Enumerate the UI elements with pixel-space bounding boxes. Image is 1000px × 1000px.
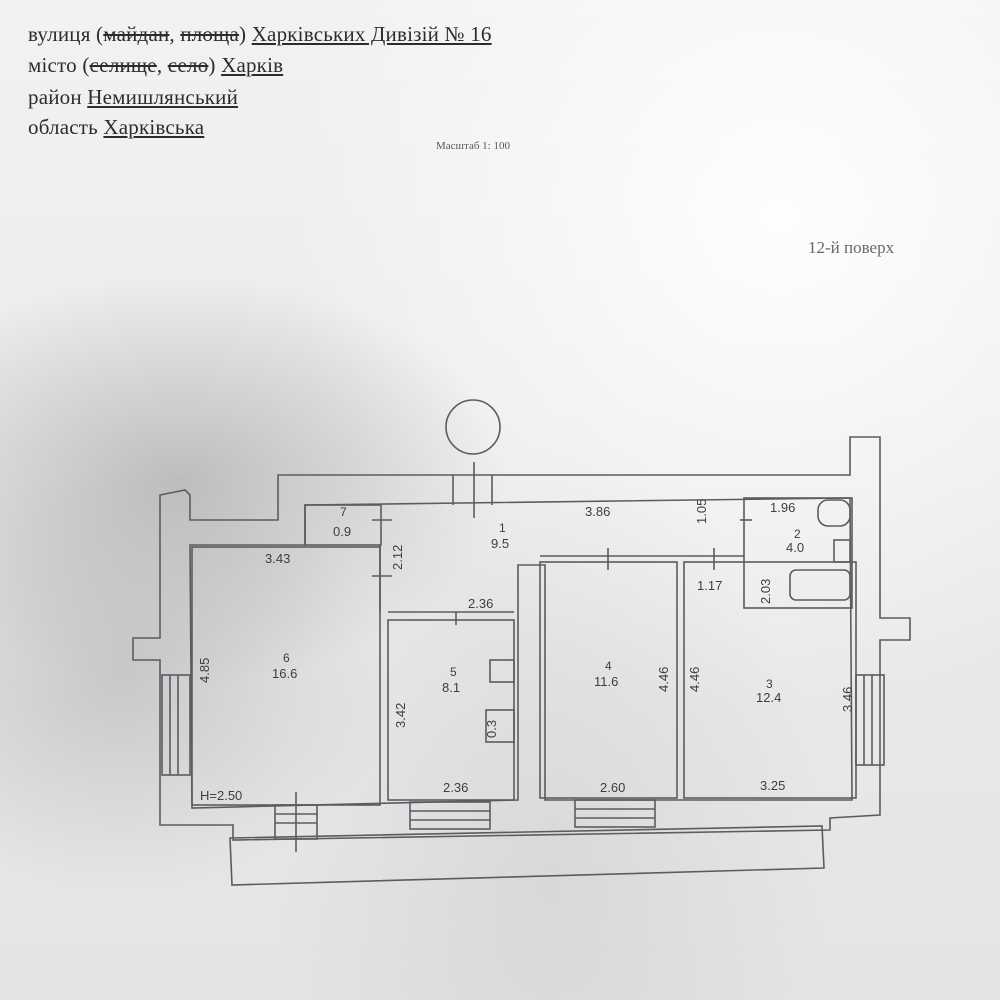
- kitchen-stove: [485, 709, 515, 743]
- kitchen-sink: [489, 659, 515, 683]
- city-value: Харків: [221, 53, 284, 77]
- street-value: Харківських Дивізій № 16: [251, 22, 492, 46]
- city-label: місто: [28, 53, 77, 77]
- room-5-number: 5: [450, 665, 457, 679]
- room-2: [743, 497, 853, 609]
- dim-corridor-width: 3.86: [585, 504, 610, 519]
- ceiling-height: H=2.50: [200, 788, 242, 803]
- room-2-number: 2: [794, 527, 801, 541]
- paren-open: (: [82, 53, 90, 77]
- room-7-area: 0.9: [333, 524, 351, 539]
- room-1-area: 9.5: [491, 536, 509, 551]
- region-label: область: [28, 115, 98, 139]
- district-label: район: [28, 85, 82, 109]
- struck-option: селище: [89, 53, 157, 77]
- paren-close: ): [239, 22, 247, 46]
- toilet: [817, 499, 851, 527]
- balcony-slab: [229, 825, 825, 886]
- dim-room6-depth: 4.85: [197, 658, 212, 683]
- washbasin: [833, 539, 851, 563]
- dim-bath-depth: 2.03: [758, 579, 773, 604]
- room-2-area: 4.0: [786, 540, 804, 555]
- bathtub: [789, 569, 851, 601]
- dim-hall-depth: 2.12: [390, 545, 405, 570]
- address-district-line: район Немишлянський: [28, 85, 238, 110]
- separator: ,: [156, 53, 163, 77]
- room-3-area: 12.4: [756, 690, 781, 705]
- address-city-line: місто (селище, село) Харків: [28, 53, 283, 78]
- room-7: [304, 504, 382, 546]
- struck-option: майдан: [103, 22, 170, 46]
- room-4-area: 11.6: [594, 674, 618, 689]
- dim-room3-width: 3.25: [760, 778, 785, 793]
- street-label: вулиця: [28, 22, 91, 46]
- struck-option: площа: [180, 22, 240, 46]
- dim-room6-width: 3.43: [265, 551, 290, 566]
- struck-option: село: [167, 53, 209, 77]
- dim-closet: 0.3: [484, 720, 499, 738]
- dim-room5-top-width: 2.36: [468, 596, 493, 611]
- window-left: [161, 674, 191, 776]
- scale-label: Масштаб 1: 100: [436, 140, 510, 152]
- window-right: [855, 674, 885, 766]
- dim-room5-depth: 3.42: [393, 703, 408, 728]
- dim-corridor-depth: 1.05: [694, 499, 709, 524]
- district-value: Немишлянський: [87, 85, 239, 109]
- dim-room4-depth: 4.46: [656, 667, 671, 692]
- address-region-line: область Харківська: [28, 115, 204, 140]
- room-6-area: 16.6: [272, 666, 297, 681]
- room-1-number: 1: [499, 521, 506, 535]
- outer-wall: [132, 436, 911, 841]
- balcony-door: [574, 799, 656, 828]
- dim-bath-width: 1.96: [770, 500, 795, 515]
- room-7-number: 7: [340, 505, 347, 519]
- room-3-number: 3: [766, 677, 773, 691]
- dim-room3-depth: 4.46: [687, 667, 702, 692]
- dim-bath-offset: 1.17: [697, 578, 722, 593]
- dim-room5-bottom-width: 2.36: [443, 780, 468, 795]
- floor-label: 12-й поверх: [808, 238, 895, 257]
- paren-close: ): [208, 53, 216, 77]
- dim-room4-width: 2.60: [600, 780, 625, 795]
- address-street-line: вулиця (майдан, площа) Харківських Дивіз…: [28, 22, 492, 47]
- room-6-number: 6: [283, 651, 290, 665]
- orientation-circle: [445, 399, 501, 455]
- paren-open: (: [96, 22, 104, 46]
- room-4-number: 4: [605, 659, 612, 673]
- separator: ,: [169, 22, 175, 46]
- dim-room3-side: 3.46: [840, 687, 855, 712]
- balcony-door: [409, 801, 491, 830]
- region-value: Харківська: [103, 115, 205, 139]
- room-5-area: 8.1: [442, 680, 460, 695]
